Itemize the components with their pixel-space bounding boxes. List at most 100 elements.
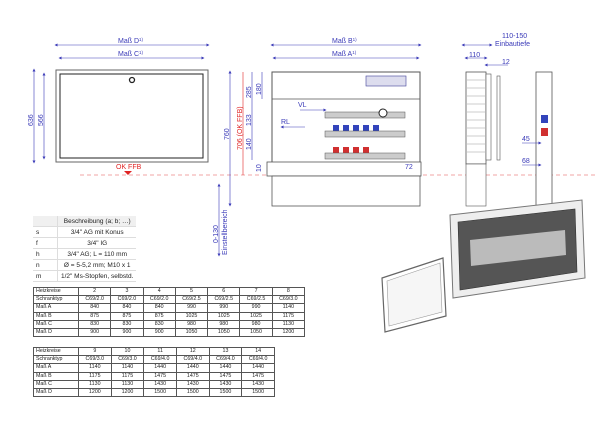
table-cell: C69/2.5 bbox=[207, 295, 241, 305]
table-cell: 1475 bbox=[208, 371, 243, 381]
dim-mass-d: Maß D1) bbox=[118, 37, 144, 45]
dim-566: 566 bbox=[38, 114, 45, 126]
einbautiefe-label: Einbautiefe bbox=[495, 41, 530, 48]
table-cell: 1140 bbox=[110, 363, 145, 373]
dim-mass-b: Maß B1) bbox=[332, 37, 357, 45]
table-cell: 2 bbox=[77, 286, 112, 297]
table-cell: C69/3.0 bbox=[110, 355, 145, 365]
table-cell: Maß C bbox=[33, 379, 79, 389]
table-cell: 1025 bbox=[239, 311, 273, 321]
table-cell: C69/2.5 bbox=[239, 295, 273, 305]
table-cell: Maß D bbox=[33, 387, 79, 398]
table-cell: Schranktyp bbox=[33, 295, 79, 305]
table-cell: 14 bbox=[241, 346, 275, 357]
dim-mass-a: Maß A1) bbox=[332, 50, 357, 58]
dim-10: 10 bbox=[256, 164, 263, 172]
table-cell: 1430 bbox=[143, 379, 177, 389]
dim-68: 68 bbox=[522, 158, 530, 165]
ffb-marker-icon bbox=[124, 171, 132, 175]
table-cell: 1050 bbox=[207, 327, 241, 338]
side-view: 110-150 Einbautiefe 110 12 45 68 bbox=[461, 33, 553, 207]
dim-12: 12 bbox=[502, 59, 510, 66]
table-cell: 6 bbox=[207, 286, 241, 297]
table-cell: 12 bbox=[175, 346, 210, 357]
table-cell: C69/3.0 bbox=[78, 355, 112, 365]
table-cell: 900 bbox=[110, 327, 144, 338]
table-cell: 1440 bbox=[208, 363, 243, 373]
table-cell: 1140 bbox=[78, 363, 112, 373]
table-cell: 980 bbox=[239, 319, 273, 329]
table-cell: 900 bbox=[77, 327, 112, 338]
lock-icon bbox=[128, 76, 136, 84]
table-cell: Maß B bbox=[33, 311, 79, 321]
table-cell: Heizkreise bbox=[33, 286, 79, 297]
table-cell: 840 bbox=[110, 303, 144, 313]
table-cell: 990 bbox=[239, 303, 273, 313]
table-cell: 1430 bbox=[175, 379, 210, 389]
table-cell: 1430 bbox=[208, 379, 243, 389]
footnote-marker: 1) bbox=[139, 37, 144, 42]
table-cell: 1430 bbox=[241, 379, 275, 389]
table-cell: C69/2.0 bbox=[110, 295, 144, 305]
table-cell: 990 bbox=[207, 303, 241, 313]
table-cell: 3 bbox=[110, 286, 144, 297]
table-cell: 1200 bbox=[78, 387, 112, 398]
table-cell: 7 bbox=[239, 286, 273, 297]
dim-45: 45 bbox=[522, 136, 530, 143]
dim-mass-c: Maß C1) bbox=[118, 50, 144, 58]
table-cell: 990 bbox=[174, 303, 209, 313]
table-cell: 9 bbox=[78, 346, 112, 357]
table-cell: 875 bbox=[142, 311, 176, 321]
table-cell: 840 bbox=[77, 303, 112, 313]
table-cell: Heizkreise bbox=[33, 346, 79, 357]
table-cell: 1475 bbox=[175, 371, 210, 381]
ffb-label: OK FFB bbox=[116, 164, 142, 171]
table-cell: 11 bbox=[143, 346, 177, 357]
table-cell: 900 bbox=[142, 327, 176, 338]
table-cell: 1130 bbox=[78, 379, 112, 389]
table-cell: 1025 bbox=[174, 311, 209, 321]
table-cell: 10 bbox=[110, 346, 145, 357]
table-cell: 1175 bbox=[110, 371, 145, 381]
rl-label: RL bbox=[281, 119, 290, 126]
table-cell: 1175 bbox=[271, 311, 306, 321]
table-cell: 1440 bbox=[175, 363, 210, 373]
table-cell: 1500 bbox=[241, 387, 275, 398]
table-cell: 980 bbox=[174, 319, 209, 329]
vl-label: VL bbox=[298, 102, 307, 109]
table-cell: Schranktyp bbox=[33, 355, 79, 365]
dim-140: 140 bbox=[246, 138, 253, 150]
table-cell: 13 bbox=[208, 346, 243, 357]
table-cell: Maß A bbox=[33, 363, 79, 373]
table-cell: 1175 bbox=[78, 371, 112, 381]
table-cell: 1140 bbox=[271, 303, 306, 313]
table-cell: 875 bbox=[110, 311, 144, 321]
table-cell: 4 bbox=[142, 286, 176, 297]
footnote-marker: 1) bbox=[353, 37, 358, 42]
dim-72: 72 bbox=[405, 164, 413, 171]
dim-180: 180 bbox=[256, 83, 263, 95]
table-cell: 980 bbox=[207, 319, 241, 329]
cabinet-3d-render bbox=[381, 199, 586, 333]
table-cell: 1200 bbox=[271, 327, 306, 338]
table-cell: 1440 bbox=[143, 363, 177, 373]
table-cell: C69/4.0 bbox=[175, 355, 210, 365]
table-cell: 1440 bbox=[241, 363, 275, 373]
dim-706-ffb: 706 (OK FFB) bbox=[237, 106, 244, 150]
table-cell: 5 bbox=[174, 286, 209, 297]
table-cell: C69/2.0 bbox=[77, 295, 112, 305]
